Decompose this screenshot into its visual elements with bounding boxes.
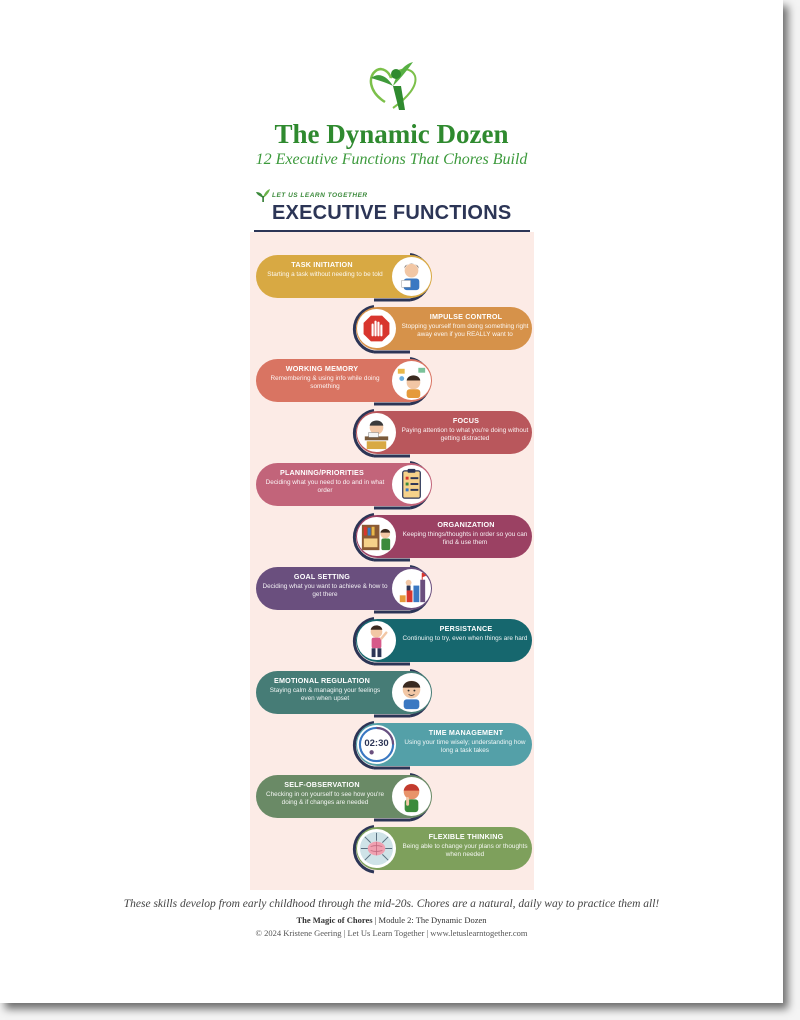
leaf-heart-logo-icon bbox=[369, 62, 417, 110]
executive-functions-infographic: LET US LEARN TOGETHER EXECUTIVE FUNCTION… bbox=[250, 182, 534, 890]
poster-title: EXECUTIVE FUNCTIONS bbox=[272, 202, 512, 224]
skill-card: TIME MANAGEMENT Using your time wisely; u… bbox=[356, 723, 532, 766]
skill-card: PERSISTANCE Continuing to try, even when … bbox=[356, 619, 532, 662]
skill-card: IMPULSE CONTROL Stopping yourself from do… bbox=[356, 307, 532, 350]
skill-description: Checking in on yourself to see how you'r… bbox=[265, 791, 385, 807]
bookshelf-icon bbox=[357, 517, 396, 556]
brain-paths-icon bbox=[357, 829, 396, 868]
skill-description: Keeping things/thoughts in order so you … bbox=[402, 531, 528, 547]
skill-description: Stopping yourself from doing something r… bbox=[401, 323, 529, 339]
skill-card: FOCUS Paying attention to what you're doi… bbox=[356, 411, 532, 454]
brand-leaf-icon bbox=[256, 189, 270, 202]
determined-child-icon bbox=[357, 621, 396, 660]
skill-description: Continuing to try, even when things are … bbox=[402, 635, 528, 642]
caption-text: These skills develop from early childhoo… bbox=[123, 898, 660, 910]
skill-name: FOCUS bbox=[452, 416, 480, 425]
timer-icon: 02:30 bbox=[357, 725, 396, 764]
footer-course-line: The Magic of Chores | Module 2: The Dyna… bbox=[0, 915, 783, 925]
skill-description: Deciding what you want to achieve & how … bbox=[262, 583, 388, 599]
skill-name: PERSISTANCE bbox=[439, 624, 493, 633]
skill-card: TASK INITIATION Starting a task without n… bbox=[256, 255, 432, 298]
skill-description: Staying calm & managing your feelings ev… bbox=[269, 687, 381, 703]
skill-card: SELF-OBSERVATION Checking in on yourself … bbox=[256, 775, 432, 818]
reflecting-child-icon bbox=[392, 777, 431, 816]
stop-sign-icon bbox=[357, 309, 396, 348]
document-page: The Dynamic Dozen 12 Executive Functions… bbox=[0, 0, 783, 1003]
skill-name: FLEXIBLE THINKING bbox=[428, 832, 504, 841]
poster-header: LET US LEARN TOGETHER EXECUTIVE FUNCTION… bbox=[250, 182, 534, 232]
child-reading-icon bbox=[392, 257, 431, 296]
skill-description: Starting a task without needing to be to… bbox=[267, 271, 383, 278]
skill-description: Being able to change your plans or thoug… bbox=[402, 843, 528, 859]
calm-child-icon bbox=[392, 673, 431, 712]
skill-name: PLANNING/PRIORITIES bbox=[279, 468, 365, 477]
footer-module: | Module 2: The Dynamic Dozen bbox=[372, 915, 487, 925]
footer-copyright: © 2024 Kristene Geering | Let Us Learn T… bbox=[255, 928, 528, 938]
skill-card: FLEXIBLE THINKING Being able to change yo… bbox=[356, 827, 532, 870]
skill-name: WORKING MEMORY bbox=[285, 364, 359, 373]
skill-description: Remembering & using info while doing som… bbox=[270, 375, 380, 391]
thinking-child-icon bbox=[392, 361, 431, 400]
skill-name: IMPULSE CONTROL bbox=[429, 312, 503, 321]
footer-course: The Magic of Chores bbox=[296, 915, 373, 925]
skill-name: EMOTIONAL REGULATION bbox=[274, 676, 370, 685]
skill-name: TIME MANAGEMENT bbox=[428, 728, 504, 737]
timer-readout: 02:30 bbox=[364, 738, 389, 749]
skill-name: GOAL SETTING bbox=[293, 572, 351, 581]
skill-card: EMOTIONAL REGULATION Staying calm & manag… bbox=[256, 671, 432, 714]
goal-steps-icon bbox=[392, 569, 431, 608]
checklist-icon bbox=[392, 465, 431, 504]
skill-name: ORGANIZATION bbox=[437, 520, 495, 529]
skill-description: Deciding what you need to do and in what… bbox=[265, 479, 385, 495]
skill-card: ORGANIZATION Keeping things/thoughts in o… bbox=[356, 515, 532, 558]
page-subtitle: 12 Executive Functions That Chores Build bbox=[255, 151, 528, 168]
skill-description: Using your time wisely; understanding ho… bbox=[404, 739, 526, 755]
child-studying-icon bbox=[357, 413, 396, 452]
page-title: The Dynamic Dozen bbox=[274, 119, 509, 149]
skill-description: Paying attention to what you're doing wi… bbox=[401, 427, 529, 443]
poster-brand: LET US LEARN TOGETHER bbox=[272, 192, 368, 199]
skill-name: TASK INITIATION bbox=[291, 260, 353, 269]
skill-name: SELF-OBSERVATION bbox=[284, 780, 360, 789]
skill-card: WORKING MEMORY Remembering & using info w… bbox=[256, 359, 432, 402]
header-divider bbox=[254, 230, 530, 232]
skill-card: PLANNING/PRIORITIES Deciding what you nee… bbox=[256, 463, 432, 506]
skill-card: GOAL SETTING Deciding what you want to ac… bbox=[256, 567, 432, 610]
